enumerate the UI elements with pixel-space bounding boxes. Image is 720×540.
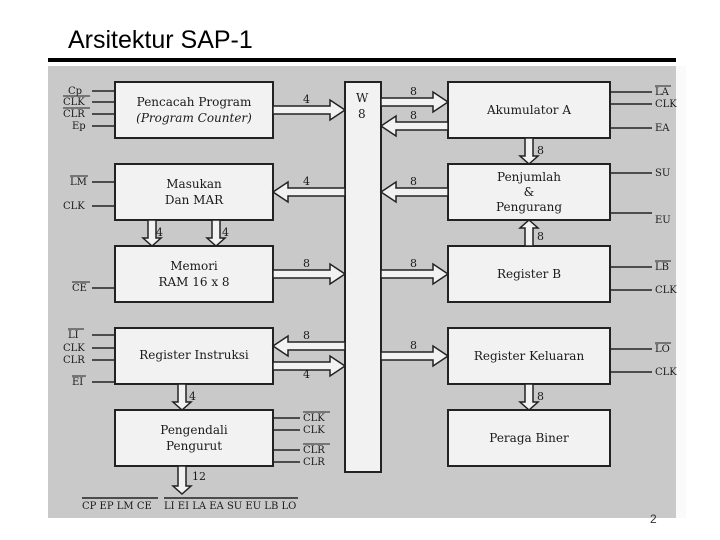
ir-ctrl-width: 4 (189, 390, 196, 403)
bus-regb-width: 8 (410, 257, 417, 270)
program-counter-block (114, 81, 274, 139)
title-underline (48, 58, 676, 62)
binary-display-block (447, 409, 611, 467)
regb-alu-width: 8 (537, 230, 544, 243)
alu-label-2: & (524, 185, 535, 199)
mar-ram-right-width: 4 (222, 226, 229, 239)
mar-signal-clk: CLK (63, 201, 85, 212)
mar-bus-width: 4 (303, 175, 310, 188)
ctrl-out-width: 12 (192, 470, 206, 483)
w-bus (344, 81, 382, 473)
instruction-register-block (114, 327, 274, 385)
acc-to-bus-arrow (379, 114, 449, 138)
control-word-left: CP EP LM CE (82, 501, 152, 512)
bus-to-out-arrow (380, 344, 450, 368)
w-bus-width: 8 (358, 107, 366, 121)
pc-label-2: (Program Counter) (136, 111, 252, 125)
regb-label: Register B (497, 267, 561, 281)
ir-signal-li: LI (68, 330, 79, 341)
acc-alu-width: 8 (537, 144, 544, 157)
mar-block (114, 163, 274, 221)
mar-signal-lm: LM (70, 177, 87, 188)
acc-label: Akumulator A (486, 103, 571, 117)
ctrl-label-2: Pengurut (166, 439, 222, 453)
slide-title: Arsitektur SAP-1 (68, 26, 253, 54)
pc-signal-ep: Ep (72, 121, 86, 132)
pc-label-1: Pencacah Program (137, 95, 252, 109)
pc-to-bus-arrow (272, 98, 347, 122)
bus-to-acc-arrow (380, 90, 450, 114)
controller-sequencer-block (114, 409, 274, 467)
mar-label-2: Dan MAR (165, 193, 224, 207)
mar-ram-left-width: 4 (156, 226, 163, 239)
ir-bus-width: 4 (303, 368, 310, 381)
out-signal-clk: CLK (655, 367, 677, 378)
regb-signal-lb: LB (655, 262, 669, 273)
out-signal-lo: LO (655, 344, 670, 355)
ir-signal-ei: EI (72, 377, 83, 388)
bus-ir-width: 8 (303, 329, 310, 342)
alu-label-1: Penjumlah (497, 170, 561, 184)
disp-label: Peraga Biner (489, 431, 569, 445)
alu-signal-su: SU (655, 168, 670, 179)
out-disp-width: 8 (537, 390, 544, 403)
mar-to-ram-right-arrow (205, 219, 227, 248)
mar-label-1: Masukan (166, 177, 222, 191)
acc-signal-la: LA (655, 87, 670, 98)
w-bus-label: W (356, 91, 369, 105)
ram-label-2: RAM 16 x 8 (158, 275, 229, 289)
alu-signal-eu: EU (655, 215, 671, 226)
acc-in-width: 8 (410, 85, 417, 98)
ram-block (114, 245, 274, 303)
ctrl-signal-clr-bar: CLR (303, 445, 325, 456)
adder-subtracter-block (447, 163, 611, 221)
ctrl-output-arrow (171, 465, 193, 496)
out-label: Register Keluaran (474, 349, 585, 363)
ram-to-bus-arrow (272, 262, 347, 286)
page-number: 2 (650, 512, 657, 526)
acc-out-width: 8 (410, 109, 417, 122)
ir-signal-clr: CLR (63, 355, 85, 366)
ir-to-bus-arrow (272, 354, 347, 378)
ctrl-signal-clk-bar: CLK (303, 413, 325, 424)
pc-signal-clr: CLR (63, 109, 85, 120)
regb-to-alu-arrow (518, 218, 540, 247)
control-word-right: LI EI LA EA SU EU LB LO (164, 501, 296, 512)
ctrl-signal-clk: CLK (303, 425, 325, 436)
ctrl-label-1: Pengendali (160, 423, 228, 437)
acc-signal-ea: EA (655, 123, 670, 134)
ir-label: Register Instruksi (139, 348, 249, 362)
scan-edge (676, 66, 686, 518)
ram-bus-width: 8 (303, 257, 310, 270)
ir-signal-clk: CLK (63, 343, 85, 354)
ir-to-ctrl-arrow (171, 383, 193, 412)
acc-to-alu-arrow (518, 137, 540, 166)
alu-label-3: Pengurang (496, 200, 562, 214)
alu-to-bus-arrow (379, 180, 449, 204)
bus-out-width: 8 (410, 339, 417, 352)
mar-to-ram-left-arrow (141, 219, 163, 248)
pc-signal-clk: CLK (63, 97, 85, 108)
acc-signal-clk: CLK (655, 99, 677, 110)
regb-signal-clk: CLK (655, 285, 677, 296)
out-to-disp-arrow (518, 383, 540, 412)
bus-to-regb-arrow (380, 262, 450, 286)
ram-label-1: Memori (170, 259, 218, 273)
pc-bus-width: 4 (303, 93, 310, 106)
ctrl-signal-clr: CLR (303, 457, 325, 468)
output-register-block (447, 327, 611, 385)
alu-bus-width: 8 (410, 175, 417, 188)
bus-to-mar-arrow (271, 180, 346, 204)
pc-signal-cp: Cp (68, 86, 82, 97)
ram-signal-ce: CE (72, 283, 87, 294)
accumulator-a-block (447, 81, 611, 139)
bus-to-ir-arrow (271, 334, 346, 358)
